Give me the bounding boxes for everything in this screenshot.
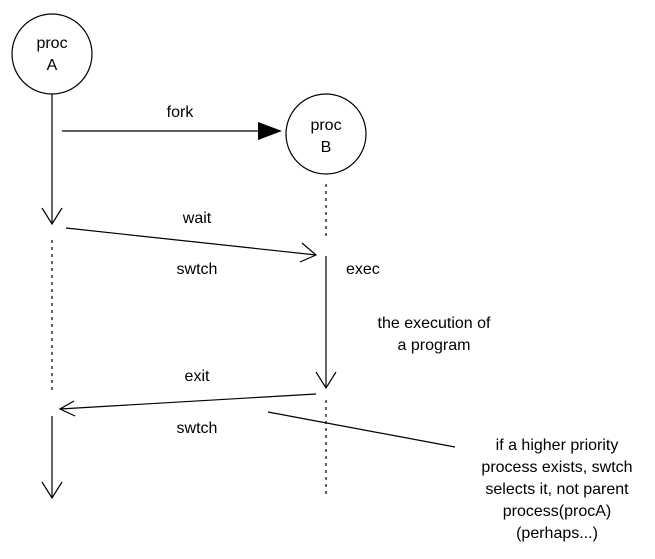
note-line-2: process exists, swtch [481, 459, 632, 476]
proc-a-label-line1: proc [36, 35, 67, 52]
execution-label-line1: the execution of [378, 315, 492, 332]
fork-arrow: fork [62, 104, 282, 140]
exec-label: exec [346, 261, 380, 278]
swtch-label-1: swtch [177, 261, 218, 278]
note-line-3: selects it, not parent [485, 481, 629, 498]
priority-note: if a higher priority process exists, swt… [481, 437, 632, 542]
fork-label: fork [167, 104, 195, 121]
wait-arrow: wait swtch [65, 210, 318, 278]
proc-a-node: proc A [11, 13, 93, 95]
exit-label: exit [185, 368, 210, 385]
note-pointer-line [267, 411, 456, 448]
note-line-5: (perhaps...) [516, 525, 598, 542]
proc-a-circle [11, 13, 93, 95]
swtch-label-2: swtch [177, 420, 218, 437]
wait-arrowhead [299, 242, 318, 263]
note-line-4: process(procA) [503, 503, 611, 520]
proc-b-label-line2: B [321, 139, 332, 156]
exit-arrowhead [58, 400, 76, 417]
proc-b-node: proc B [285, 93, 367, 175]
fork-arrowhead [258, 122, 282, 140]
down-arrowhead-a1 [41, 207, 63, 226]
proc-b-exec-timeline: exec the execution of a program [315, 256, 492, 390]
proc-b-circle [285, 93, 367, 175]
down-arrowhead-b [315, 371, 337, 390]
proc-a-label-line2: A [47, 57, 58, 74]
proc-a-timeline-bottom [41, 416, 63, 500]
down-arrowhead-a2 [41, 481, 63, 500]
wait-label: wait [182, 210, 212, 227]
execution-label-line2: a program [398, 337, 471, 354]
proc-b-label-line1: proc [310, 117, 341, 134]
exit-arrow: exit swtch [58, 368, 317, 437]
note-line-1: if a higher priority [496, 437, 619, 454]
proc-a-timeline-top [41, 94, 63, 226]
